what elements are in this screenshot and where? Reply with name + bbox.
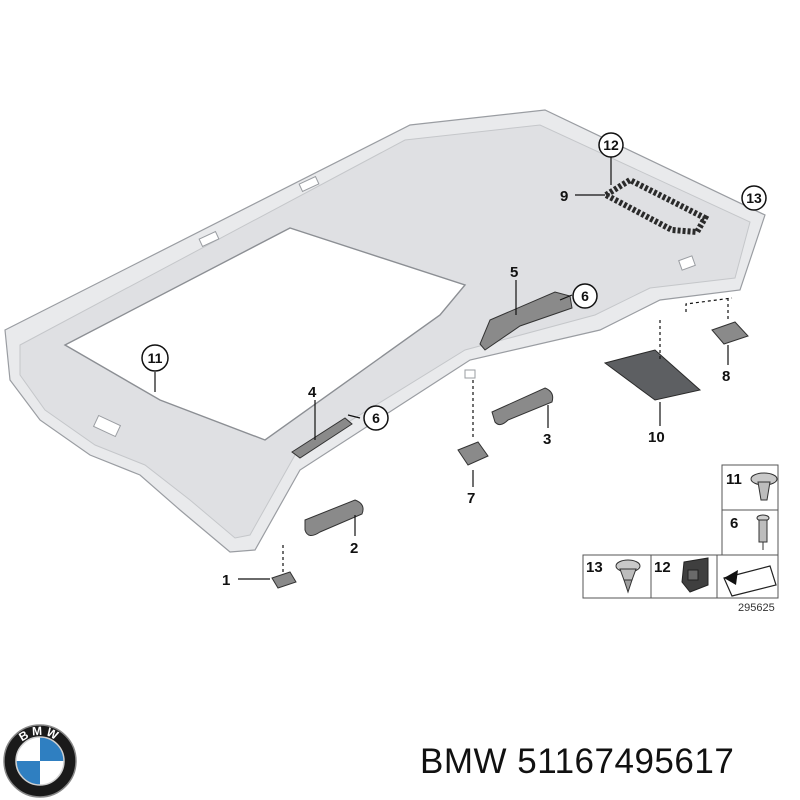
callout-circle-12 [598,132,624,158]
part-7 [457,441,489,466]
callout-circle-6b [363,405,389,431]
rivet-6-icon [756,514,770,550]
frame-part-9 [599,176,710,236]
callout-10: 10 [648,429,665,446]
part-number-caption: BMW 51167495617 [420,742,735,781]
logo-letters: BMW [16,724,60,744]
diagram-ref-number: 295625 [738,602,775,614]
part-4 [291,417,353,459]
legend-label-11: 11 [726,471,742,488]
legend-label-13: 13 [586,559,603,576]
callout-8: 8 [722,368,730,385]
callout-circle-6a [572,283,598,309]
callout-6b: 6 [372,410,380,426]
headliner [4,109,766,553]
callout-13: 13 [746,190,762,206]
part-8 [711,321,749,345]
callout-9: 9 [560,188,568,205]
parts [271,291,749,589]
callout-12: 12 [603,137,619,153]
callout-4: 4 [308,384,317,401]
legend-label-12: 12 [654,559,671,576]
clip-12-icon [681,557,709,593]
callout-5: 5 [510,264,518,281]
callout-3: 3 [543,431,551,448]
part-10-panel [603,349,702,401]
bmw-logo-icon: BMW [3,724,77,798]
svg-text:BMW: BMW [16,724,63,744]
callout-circle-11 [141,344,169,372]
leader-lines [154,157,733,580]
fastener-legend: 11 6 13 12 295625 [582,464,779,614]
callout-circle-13 [741,185,767,211]
part-5 [479,291,573,351]
circled-callouts: 12 13 6 6 11 [141,132,767,431]
legend-label-6: 6 [730,515,738,532]
callout-6a: 6 [581,288,589,304]
clip-11-icon [750,472,778,501]
callout-labels: 1 2 3 4 5 7 8 9 10 [222,188,730,589]
part-1 [271,571,297,589]
clip-13-icon [615,559,641,594]
arrow-icon [723,565,777,597]
callout-1: 1 [222,572,230,589]
callout-7: 7 [467,490,475,507]
sunroof-opening [63,227,467,441]
callout-11: 11 [148,350,163,366]
callout-2: 2 [350,540,358,557]
part-3-grab-handle [491,387,554,426]
part-2-grab-handle [304,499,364,536]
